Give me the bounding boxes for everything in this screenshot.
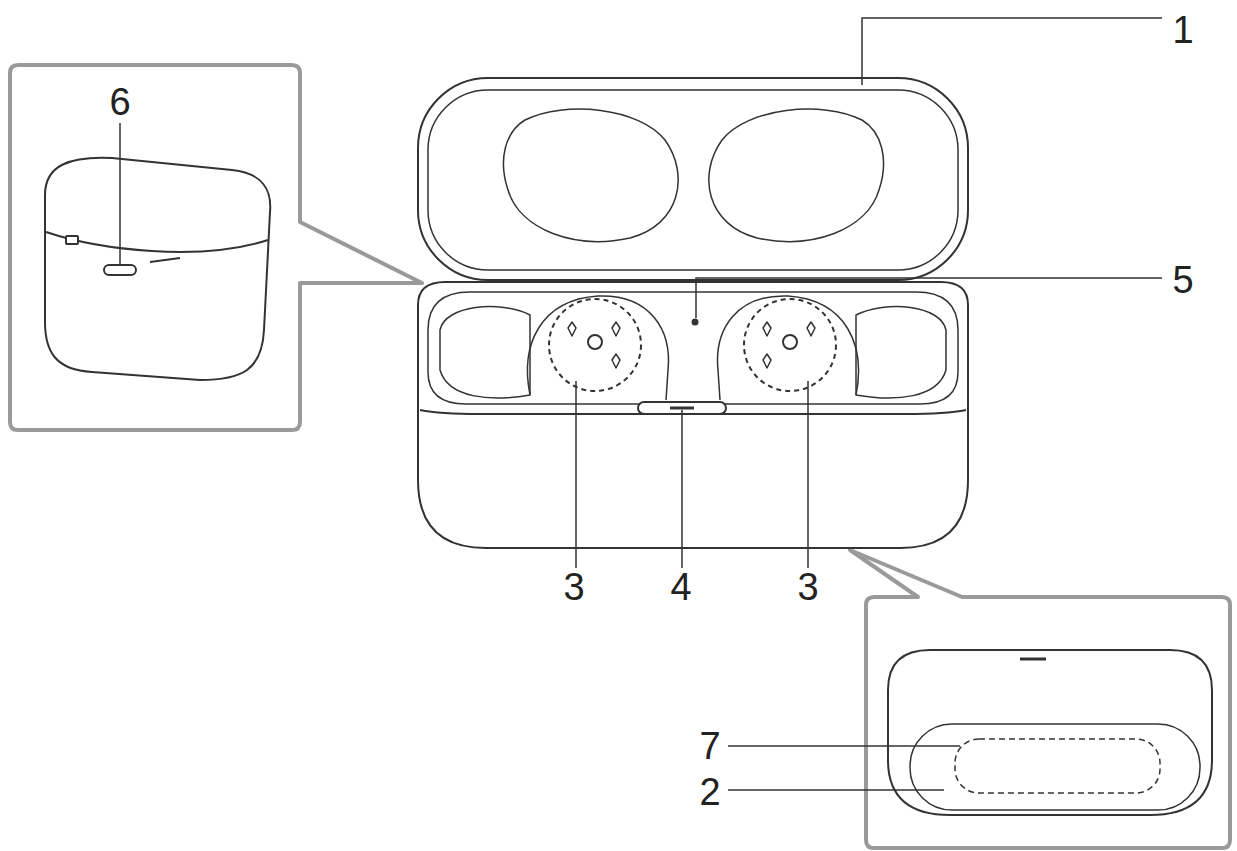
case-body bbox=[418, 282, 968, 548]
right-contact-pins bbox=[763, 322, 815, 368]
status-light-mark bbox=[670, 407, 694, 410]
case-opening bbox=[428, 292, 958, 404]
closed-case-seam bbox=[46, 232, 268, 252]
leader-line bbox=[119, 123, 121, 266]
lid-inner bbox=[428, 90, 958, 270]
closed-case-body bbox=[45, 158, 270, 380]
open-case bbox=[418, 78, 968, 548]
leader-line bbox=[728, 789, 944, 791]
leader-line bbox=[696, 278, 1162, 318]
lid-recess-right bbox=[709, 109, 884, 241]
left-well-rim bbox=[528, 296, 669, 400]
bottom-inset-frame bbox=[850, 550, 1230, 848]
closed-case bbox=[45, 158, 270, 380]
callout-number: 3 bbox=[795, 568, 820, 606]
right-side-lobe bbox=[856, 307, 946, 398]
leader-line bbox=[681, 410, 683, 568]
usb-port bbox=[104, 265, 136, 275]
left-charging-area bbox=[549, 299, 641, 391]
callout-number: 1 bbox=[1170, 11, 1195, 49]
callout-number: 7 bbox=[697, 727, 722, 765]
lid-recess-left bbox=[503, 109, 678, 241]
right-charging-area bbox=[744, 299, 836, 391]
leader-line bbox=[862, 18, 1162, 85]
bottom-face bbox=[910, 724, 1200, 810]
case-slot bbox=[66, 236, 78, 244]
left-contact-pins bbox=[568, 322, 620, 368]
indicator-dot bbox=[693, 320, 698, 325]
leader-line bbox=[728, 745, 960, 747]
left-center-pin bbox=[588, 335, 602, 349]
wireless-charging-area bbox=[955, 739, 1160, 793]
right-center-pin bbox=[783, 335, 797, 349]
case-slot-line bbox=[150, 258, 180, 262]
leader-line bbox=[575, 381, 577, 568]
left-side-lobe bbox=[440, 307, 530, 398]
callout-number: 6 bbox=[107, 83, 132, 121]
left-inset-frame bbox=[10, 65, 422, 430]
bottom-view-hinge bbox=[1020, 658, 1046, 661]
leader-lines bbox=[120, 18, 1162, 790]
right-well-rim bbox=[718, 296, 859, 400]
leader-line bbox=[807, 381, 809, 568]
callout-number: 4 bbox=[668, 568, 693, 606]
callout-number: 2 bbox=[697, 773, 722, 811]
inset-frames bbox=[10, 65, 1230, 848]
lid-outer bbox=[418, 78, 968, 280]
callout-number: 3 bbox=[561, 568, 586, 606]
callout-number: 5 bbox=[1170, 261, 1195, 299]
